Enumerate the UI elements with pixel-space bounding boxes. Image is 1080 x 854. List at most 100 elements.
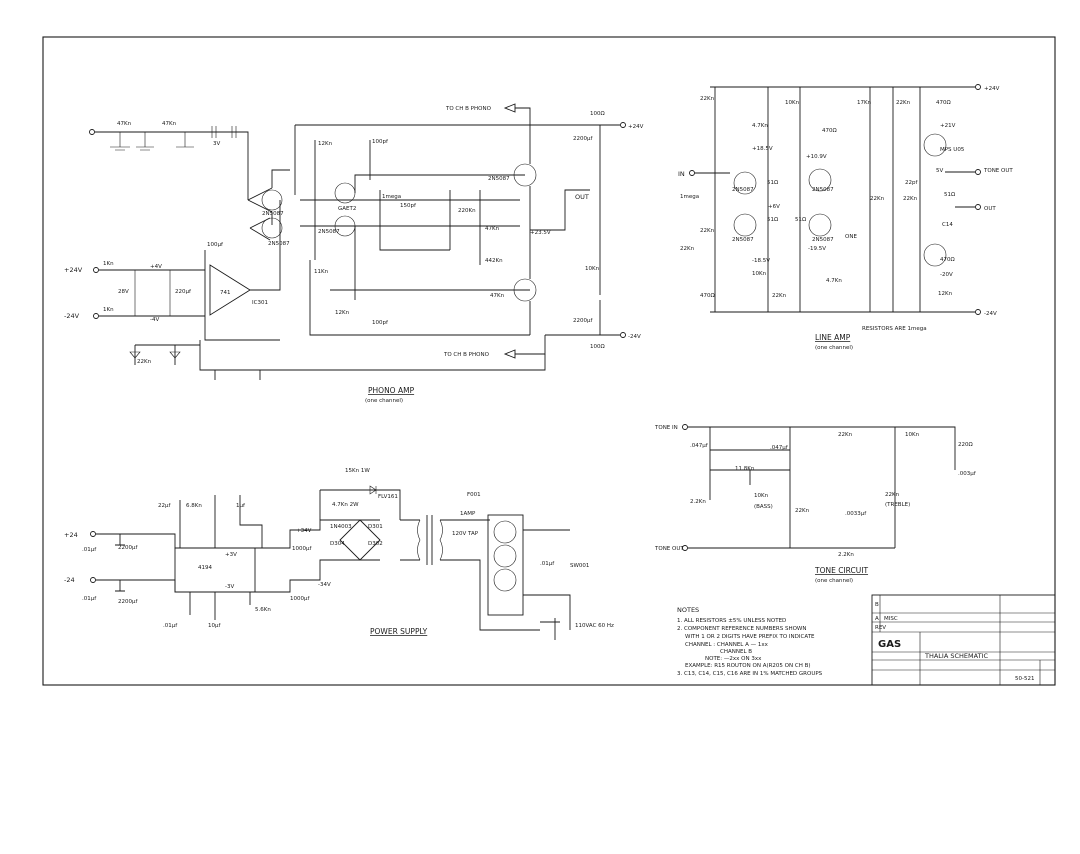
notes-block: NOTES 1. ALL RESISTORS ±5% UNLESS NOTED … — [677, 606, 823, 677]
r18-label: 1mega — [680, 194, 699, 200]
r35-label: 51Ω — [795, 217, 806, 223]
c310-label: 22µf — [158, 503, 171, 509]
r19-label: 22Kn — [700, 96, 715, 102]
r7-label: 12Kn — [318, 141, 333, 147]
q2-transistor — [261, 217, 283, 239]
v-p3: +3V — [225, 552, 237, 558]
c13-label: 22pf — [905, 180, 918, 186]
sheet-border — [42, 36, 1056, 686]
v-m185: -18.5V — [752, 258, 770, 264]
c14-label: C14 — [942, 222, 953, 228]
r37-label: 10Kn — [752, 271, 767, 277]
drawing-title: THALIA SCHEMATIC — [924, 652, 988, 660]
phono-aux-plus24-terminal — [93, 267, 99, 273]
line-plus24-label: +24V — [984, 86, 1000, 92]
phono-input-minus24: -24V — [64, 312, 80, 320]
r313-label: 15Kn 1W — [345, 468, 370, 474]
ps-socket-block — [487, 514, 524, 616]
ps-minus24-label: -24 — [64, 576, 75, 584]
ps-transformer — [400, 515, 433, 565]
ps-minus24-terminal — [90, 577, 96, 583]
r513-label: 10Kn — [754, 493, 769, 499]
v-21: +21V — [940, 123, 956, 129]
r40-label: 12Kn — [938, 291, 953, 297]
drawing-number: 50-521 — [1015, 676, 1034, 682]
d1-label: 22Kn — [137, 359, 152, 365]
line-amp-section: +24V -24V IN 2N5087 2N5087 2N5087 2N5087… — [678, 84, 1013, 351]
c306-ps-label: 2200µf — [118, 599, 138, 605]
tone-out-label: TONE OUT — [983, 168, 1013, 174]
r43-label: 22Kn — [700, 228, 715, 234]
c311-label: .01µf — [82, 547, 97, 553]
c10-label: 100pf — [372, 320, 389, 326]
rev-row: REV — [875, 625, 886, 631]
line-minus24-terminal — [975, 309, 981, 315]
r36-label: 4.7Kn — [826, 278, 842, 284]
c304-label: 1000µf — [290, 596, 310, 602]
r25-label: 22Kn — [680, 246, 695, 252]
v-185: +18.5V — [752, 146, 773, 152]
line-out-terminal — [975, 204, 981, 210]
tone-circuit-subtitle: (one channel) — [815, 578, 853, 584]
c16-label: .047µf — [770, 445, 789, 451]
line-in-label: IN — [678, 170, 685, 178]
note-line-3: WITH 1 OR 2 DIGITS HAVE PREFIX TO INDICA… — [685, 634, 815, 640]
line-in-terminal — [689, 170, 695, 176]
phono-amp-title: PHONO AMP — [368, 386, 415, 395]
v-235: +23.5V — [530, 230, 551, 236]
r21-label: 17Kn — [857, 100, 872, 106]
r29-label: 470Ω — [936, 100, 951, 106]
d304-label: D304 — [330, 541, 345, 547]
line-amp-note: RESISTORS ARE 1mega — [862, 326, 927, 332]
f001-label: F001 — [467, 492, 481, 498]
rev-b: B — [875, 602, 879, 608]
r307-label: 5.6Kn — [255, 607, 271, 613]
r306-label: 4.7Kn 2W — [332, 502, 359, 508]
q8-label: 2N5087 — [732, 237, 754, 243]
v-m34: -34V — [318, 582, 331, 588]
title-block: B A MISC REV GAS THALIA SCHEMATIC 50-521 — [871, 594, 1056, 686]
r53-label: 22Kn — [885, 492, 900, 498]
c309b-label: 10µf — [208, 623, 221, 629]
outlet-2 — [493, 544, 517, 568]
v-minus4: -4V — [150, 317, 159, 323]
ic301-type: 741 — [220, 290, 231, 296]
q6-transistor — [513, 163, 537, 187]
r30-label: 22Kn — [772, 293, 787, 299]
q8-transistor — [733, 213, 757, 237]
r47-label: 22Kn — [795, 508, 810, 514]
c8-label: 100pf — [372, 139, 389, 145]
v-34: +34V — [296, 528, 312, 534]
phono-minus24-label: -24V — [628, 334, 641, 340]
note-line-2: 2. COMPONENT REFERENCE NUMBERS SHOWN — [677, 626, 806, 632]
r301-label: 10Kn — [585, 266, 600, 272]
r49-label: 10Kn — [905, 432, 920, 438]
c9-label: 150pf — [400, 203, 417, 209]
v-m3: -3V — [225, 584, 234, 590]
v-109: +10.9V — [806, 154, 827, 160]
r45-label: 22Kn — [903, 196, 918, 202]
phono-out-label: OUT — [575, 193, 589, 201]
c309-ps-label: .01µf — [82, 596, 97, 602]
phono-input-terminal — [89, 129, 95, 135]
c305-label: 28V — [118, 289, 129, 295]
r304-label: 1Kn — [103, 261, 114, 267]
q10-transistor — [808, 213, 832, 237]
d303-label: 1N4003 — [330, 524, 352, 530]
rev-a: A — [875, 616, 879, 622]
r44-label: 22Kn — [870, 196, 885, 202]
v-plus6: +6V — [768, 204, 780, 210]
r46-label: 2.2Kn — [838, 552, 854, 558]
r1-label: 47Kn — [162, 121, 177, 127]
note-line-7: EXAMPLE: R15 ROUTON ON A(R205 ON CH B) — [685, 663, 811, 669]
r16-label: 442Kn — [485, 258, 503, 264]
line-plus24-terminal — [975, 84, 981, 90]
v-195: -19.5V — [808, 246, 826, 252]
r2-label: 47Kn — [117, 121, 132, 127]
r12-label: 12Kn — [335, 310, 350, 316]
r6-label: 100µf — [207, 242, 224, 248]
q10-label: 2N5087 — [812, 237, 834, 243]
r22-label: 4.7Kn — [752, 123, 768, 129]
